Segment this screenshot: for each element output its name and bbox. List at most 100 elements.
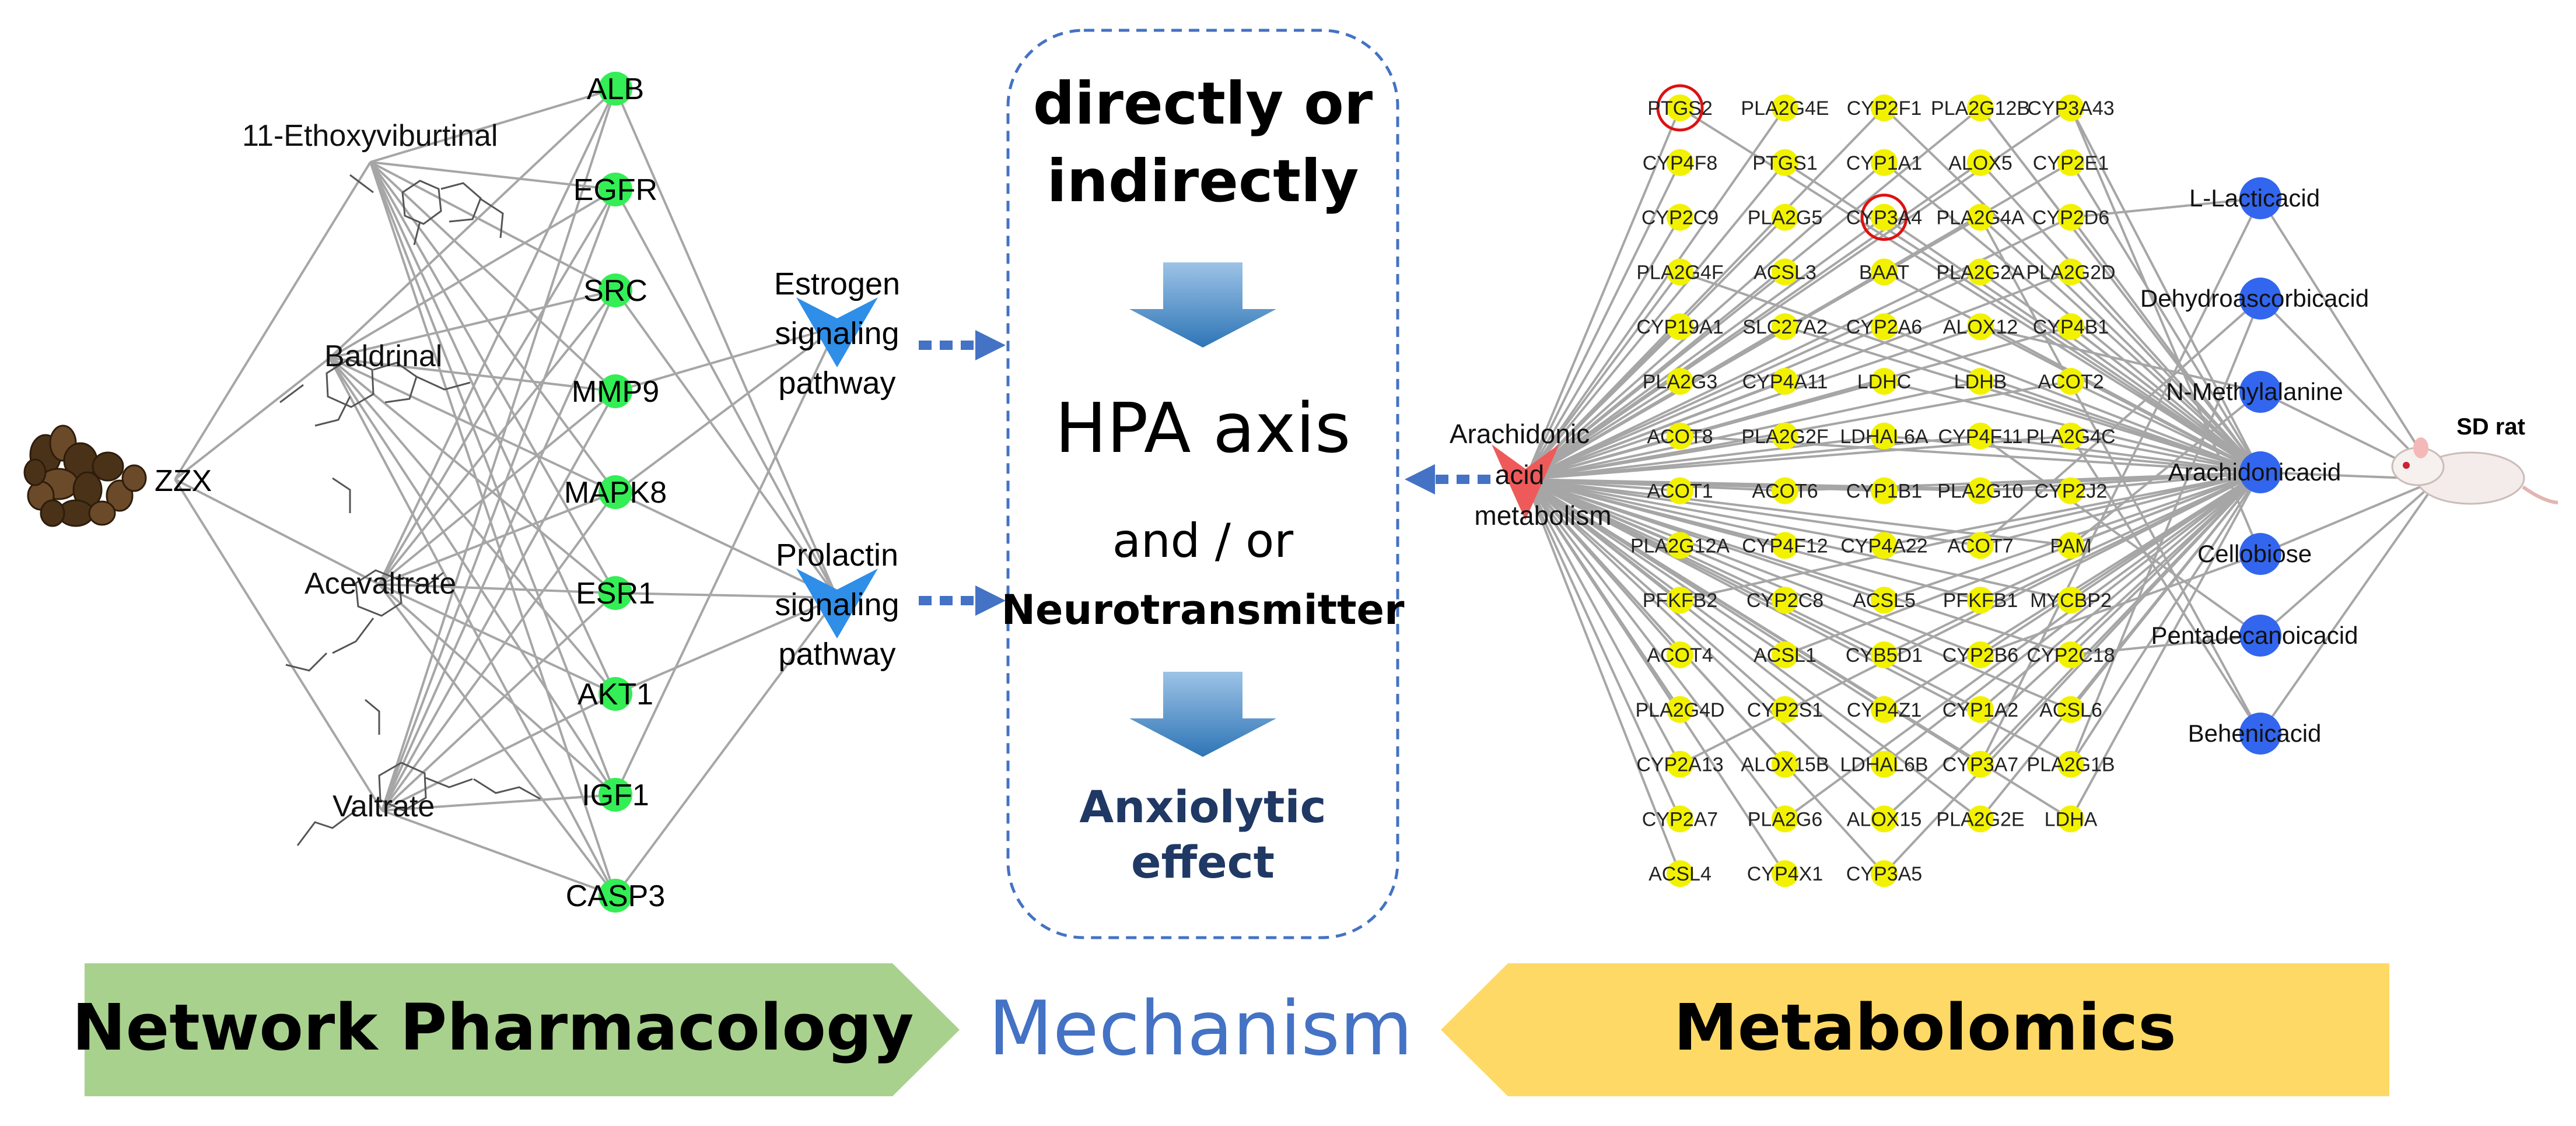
- edge-compound-3-target-6: [382, 693, 616, 812]
- edge-metabolism-gene-8: [1524, 162, 1982, 480]
- edge-metabolism-gene-1: [1524, 107, 1786, 480]
- gene-label-pla2g3: PLA2G3: [1643, 371, 1718, 393]
- metabolite-label-l-lacticacid: L-Lacticacid: [2189, 184, 2320, 212]
- edge-gene-43-metabolite: [1979, 297, 2262, 546]
- compound-label-1: Baldrinal: [324, 339, 442, 373]
- edge-compound-3-target-3: [381, 391, 617, 811]
- gene-label-alox12: ALOX12: [1943, 316, 2018, 338]
- gene-node-cyp4f11: [1967, 422, 1994, 450]
- gene-node-alox15: [1871, 805, 1898, 833]
- compound-structures: [279, 174, 541, 846]
- gene-label-baat: BAAT: [1859, 261, 1909, 283]
- gene-label-pla2g2d: PLA2G2D: [2026, 261, 2115, 283]
- gene-node-ptgs2: [1667, 94, 1693, 121]
- edge-compound-3-target-2: [381, 290, 617, 811]
- gene-node-cyp4f12: [1772, 532, 1798, 559]
- target-node-casp3: [598, 879, 632, 913]
- edge-gene-53-metabolite: [1980, 553, 2261, 656]
- gene-node-cyp4x1: [1772, 860, 1798, 888]
- gene-node-acot2: [2057, 368, 2084, 395]
- gene-label-cyp1b1: CYP1B1: [1846, 480, 1922, 503]
- gene-label-pla2g4f: PLA2G4F: [1636, 261, 1723, 283]
- gene-node-pla2g2d: [2057, 258, 2084, 286]
- gene-node-pla2g3: [1667, 368, 1693, 395]
- gene-node-pla2g10: [1967, 477, 1994, 504]
- metabolism-label-0: Arachidonic: [1450, 419, 1590, 449]
- herb-piece: [23, 458, 47, 486]
- edge-metabolism-gene-53: [1525, 478, 1981, 656]
- pathway-1-line-2: pathway: [778, 637, 895, 672]
- edge-metabolism-gene-7: [1524, 162, 1885, 480]
- gene-label-pla2g4e: PLA2G4E: [1741, 97, 1829, 120]
- pathway-node-1: [796, 569, 878, 639]
- edge-gene-4-metabolite: [2070, 107, 2262, 555]
- edge-herb-compound-1: [174, 357, 331, 480]
- metabolism-arrow-head: [1405, 464, 1435, 494]
- gene-node-pla2g4f: [1667, 258, 1693, 286]
- gene-node-pla2g12b: [1967, 94, 1994, 121]
- banner-left-label: Network Pharmacology: [72, 990, 914, 1065]
- pathway-0-line-2: pathway: [778, 366, 895, 401]
- edge-target-3-pathway-0: [615, 325, 838, 392]
- target-node-esr1: [598, 576, 632, 610]
- herb-piece: [92, 451, 124, 482]
- gene-node-pla2g6: [1772, 805, 1798, 833]
- highlight-ring-cyp3a4: [1860, 194, 1908, 241]
- gene-node-pam: [2057, 532, 2084, 559]
- edge-metabolism-gene-60: [1524, 479, 1681, 765]
- metabolite-node-pentadecanoicacid: [2239, 615, 2281, 657]
- edge-metabolism-gene-72: [1524, 478, 1885, 875]
- gene-label-pla2g2e: PLA2G2E: [1936, 808, 2024, 830]
- gene-label-cyp3a43: CYP3A43: [2027, 97, 2114, 120]
- target-label-src: SRC: [583, 274, 648, 308]
- edge-compound-1-target-3: [329, 357, 616, 392]
- gene-label-acsl1: ACSL1: [1754, 644, 1817, 667]
- rat-label: SD rat: [2456, 414, 2525, 440]
- gene-label-acsl6: ACSL6: [2039, 699, 2102, 721]
- metabolite-nodes: L-LacticacidDehydroascorbicacidN-Methyla…: [2140, 177, 2369, 755]
- metabolite-label-cellobiose: Cellobiose: [2197, 540, 2312, 567]
- metabolite-node-l-lacticacid: [2239, 177, 2281, 219]
- gene-label-cyp4f12: CYP4F12: [1742, 535, 1828, 557]
- gene-label-cyp2a6: CYP2A6: [1846, 316, 1922, 338]
- gene-node-cyp3a43: [2057, 94, 2084, 121]
- pathway-0-line-0: Estrogen: [774, 266, 900, 301]
- edge-target-4-pathway-1: [615, 491, 838, 599]
- edge-target-0-pathway-1: [614, 88, 838, 598]
- edge-gene-42-arachidonic: [1884, 471, 2261, 547]
- banner-center-label: Mechanism: [988, 985, 1412, 1072]
- edge-gene-23-metabolite: [1980, 325, 2261, 393]
- compound-label-0: 11-Ethoxyviburtinal: [242, 119, 498, 153]
- gene-node-cyp4f8: [1667, 149, 1693, 176]
- target-node-alb: [598, 72, 632, 106]
- gene-node-alox15b: [1772, 750, 1798, 778]
- gene-label-pla2g2f: PLA2G2F: [1741, 426, 1828, 448]
- edge-compound-1-target-1: [328, 188, 617, 359]
- gene-label-ptgs2: PTGS2: [1647, 97, 1712, 120]
- gene-node-acot7: [1967, 532, 1994, 559]
- edge-gene-63-metabolite: [1979, 198, 2262, 765]
- edge-compound-2-target-2: [378, 289, 617, 585]
- gene-node-pla2g2a: [1967, 258, 1994, 286]
- structure-11-ethoxyviburtinal: [349, 174, 504, 245]
- edge-metabolism-gene-43: [1525, 478, 1981, 547]
- edge-target-8-pathway-1: [614, 597, 838, 897]
- edge-metabolism-gene-59: [1525, 478, 2071, 711]
- left-network-labels: ZZX11-EthoxyviburtinalBaldrinalAcevaltra…: [155, 119, 498, 823]
- gene-node-acsl6: [2057, 696, 2084, 723]
- gene-node-baat: [1871, 258, 1898, 286]
- gene-node-cyp3a5: [1871, 860, 1898, 888]
- edge-target-1-pathway-1: [614, 189, 838, 598]
- gene-label-cyp3a5: CYP3A5: [1846, 863, 1922, 885]
- target-node-akt1: [598, 677, 632, 711]
- gene-label-cyp1a1: CYP1A1: [1846, 152, 1922, 174]
- gene-label-cyp4a22: CYP4A22: [1840, 535, 1927, 557]
- edge-gene-33-arachidonic: [1980, 434, 2261, 473]
- gene-label-pla2g10: PLA2G10: [1937, 480, 2023, 503]
- metabolite-node-behenicacid: [2239, 713, 2281, 755]
- gene-node-pfkfb2: [1667, 587, 1693, 614]
- edge-gene-23-arachidonic: [1980, 325, 2261, 473]
- structure-valtrate: [296, 699, 541, 846]
- edge-metabolism-gene-71: [1524, 478, 1786, 875]
- metabolite-label-pentadecanoicacid: Pentadecanoicacid: [2151, 622, 2358, 649]
